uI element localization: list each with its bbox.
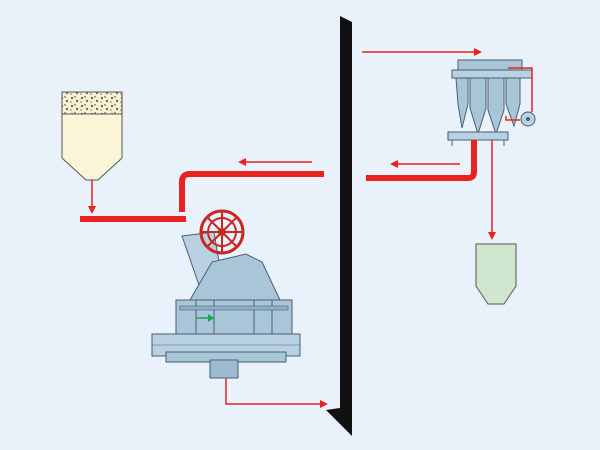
bucket-elevator-icon bbox=[326, 16, 352, 436]
feed-wheel-icon bbox=[199, 209, 245, 255]
raw-material-hopper-icon bbox=[61, 91, 123, 181]
cyclone-collector-icon bbox=[447, 59, 533, 146]
vertical-shaft-crusher-icon bbox=[151, 231, 301, 379]
crusher-discharge-line bbox=[225, 378, 328, 408]
return-feed-line bbox=[179, 171, 324, 212]
coarse-return-line bbox=[366, 140, 477, 181]
product-bin-icon bbox=[475, 243, 517, 305]
fan-icon bbox=[520, 111, 536, 127]
fan-recirculation-line bbox=[505, 67, 533, 121]
